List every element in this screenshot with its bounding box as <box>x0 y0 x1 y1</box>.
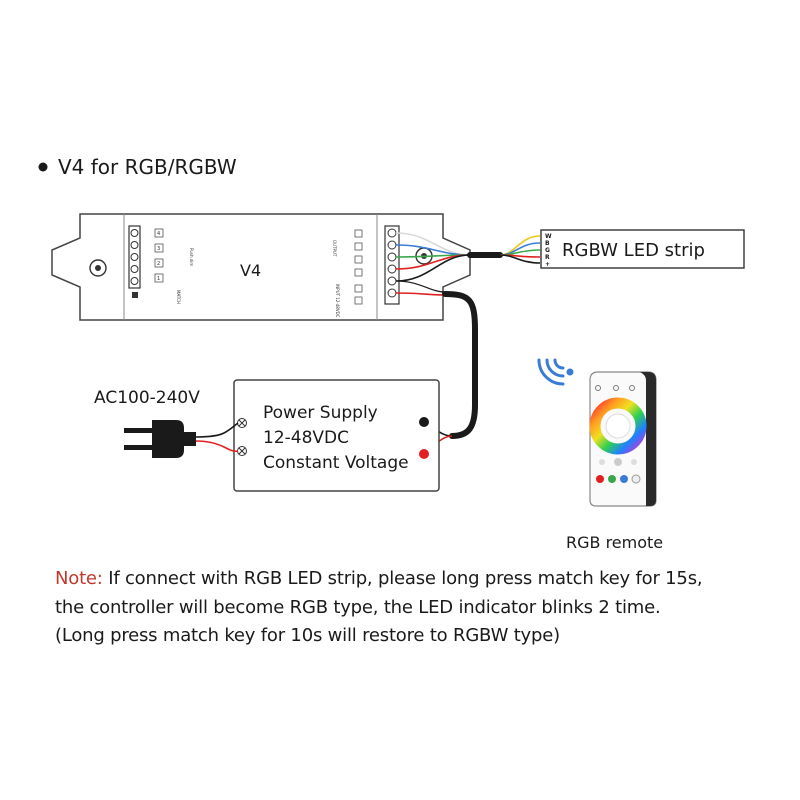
led-strip-label: RGBW LED strip <box>562 240 705 261</box>
output-wires <box>395 232 471 282</box>
rgb-remote <box>589 371 657 507</box>
diagram-title: V4 for RGB/RGBW <box>58 155 237 179</box>
power-supply-type: Constant Voltage <box>263 453 409 473</box>
dc-positive-terminal <box>419 449 429 459</box>
mains-voltage-label: AC100-240V <box>94 388 200 408</box>
ac-plug <box>124 420 239 458</box>
key-terminal-block <box>128 225 141 289</box>
strip-wires <box>499 235 541 264</box>
match-label: MATCH <box>176 290 181 304</box>
controller-body <box>51 213 471 321</box>
key-number-2: 2 <box>157 261 160 267</box>
pin-b-label: B <box>545 240 550 247</box>
power-supply-title: Power Supply <box>263 403 378 423</box>
input-label: INPUT 12-48VDC <box>335 284 340 318</box>
led-strip-body <box>540 229 745 269</box>
remote-key-blue <box>620 475 628 483</box>
pin-w-label: W <box>545 233 552 240</box>
wireless-signal-icon <box>537 358 565 386</box>
note-line-1: Note: If connect with RGB LED strip, ple… <box>55 568 703 589</box>
remote-key-green <box>608 475 616 483</box>
remote-key-red <box>596 475 604 483</box>
note-prefix: Note: <box>55 568 103 589</box>
output-label: OUTPUT <box>332 240 337 257</box>
rgbw-led-strip: W B G R + RGBW LED strip <box>540 229 745 269</box>
key-number-4: 4 <box>157 231 160 237</box>
match-key <box>132 292 138 298</box>
power-supply-body <box>233 379 440 492</box>
remote-caption: RGB remote <box>566 533 663 552</box>
pin-g-label: G <box>545 247 550 254</box>
controller-model-label: V4 <box>240 261 261 280</box>
note-line-2: the controller will become RGB type, the… <box>55 597 661 618</box>
key-number-1: 1 <box>157 276 160 282</box>
v4-controller: 4 3 2 1 Push dim MATCH V4 OUTPUT INPUT 1… <box>51 213 471 321</box>
key-number-3: 3 <box>157 246 160 252</box>
power-supply-voltage: 12-48VDC <box>263 428 349 448</box>
push-dim-label: Push dim <box>189 248 194 266</box>
color-wheel-center <box>605 413 631 439</box>
pin-r-label: R <box>545 254 550 261</box>
note-text-1: If connect with RGB LED strip, please lo… <box>102 568 703 589</box>
mount-hole-left <box>89 259 107 277</box>
title-bullet <box>38 162 48 172</box>
color-wheel <box>589 397 647 455</box>
dc-negative-terminal <box>419 417 429 427</box>
pin-plus-label: + <box>545 261 550 268</box>
remote-key-white <box>631 474 641 484</box>
note-line-3: (Long press match key for 10s will resto… <box>55 625 560 646</box>
power-supply: Power Supply 12-48VDC Constant Voltage <box>233 379 440 492</box>
